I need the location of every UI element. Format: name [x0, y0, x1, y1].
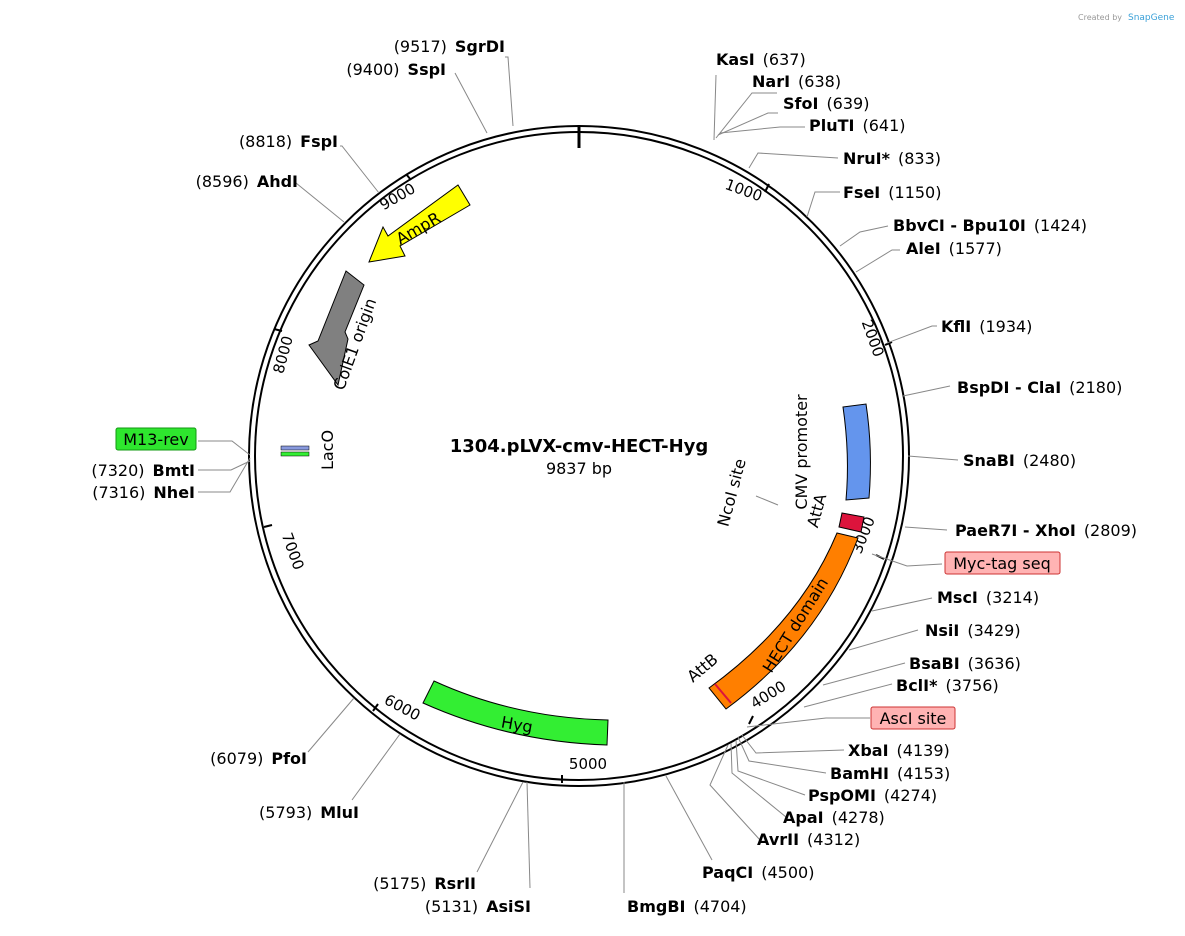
site-box-myc-tag	[944, 551, 1061, 575]
enzyme-nsii: NsiI(3429)	[925, 621, 1021, 640]
enzyme-pluti: PluTI(641)	[809, 116, 906, 135]
enzyme-nari: NarI(638)	[752, 72, 841, 91]
feature-attb-marker	[714, 683, 732, 704]
enzyme-apai: ApaI(4278)	[783, 808, 885, 827]
feature-hect-domain-label: HECT domain	[759, 574, 832, 676]
tick-label-8000: 8000	[270, 334, 297, 376]
feature-hyg	[422, 680, 609, 746]
enzyme-pspomi: PspOMI(4274)	[808, 786, 937, 805]
feature-attb-label: AttB	[683, 650, 721, 687]
enzyme-kasi: KasI(637)	[716, 50, 806, 69]
feature-laco-2	[280, 451, 310, 457]
enzyme-bsabi: BsaBI(3636)	[909, 654, 1021, 673]
plasmid-length: 9837 bp	[546, 459, 612, 478]
enzyme-bmti: (7320)BmtI	[91, 461, 195, 480]
enzyme-alei: AleI(1577)	[906, 239, 1002, 258]
enzyme-bbvci-bpu10i: BbvCI - Bpu10I(1424)	[893, 216, 1087, 235]
feature-ncoi-site-label: NcoI site	[714, 457, 750, 529]
leader-lines	[198, 56, 959, 893]
enzyme-sgrdi: (9517)SgrDI	[394, 37, 505, 56]
enzyme-nrui: NruI*(833)	[843, 149, 941, 168]
feature-laco-1	[280, 445, 310, 451]
feature-ampr	[368, 184, 471, 263]
feature-cmv-promoter	[842, 403, 871, 501]
enzyme-bmgbi: BmgBI(4704)	[627, 897, 747, 916]
enzyme-xbai: XbaI(4139)	[848, 741, 950, 760]
enzyme-fsei: FseI(1150)	[843, 183, 941, 202]
tick-label-9000: 9000	[376, 179, 418, 214]
enzyme-rsrii: (5175)RsrII	[373, 874, 476, 893]
site-box-myc-tag-label: Myc-tag seq	[953, 554, 1051, 573]
tick-label-7000: 7000	[278, 530, 308, 572]
enzyme-sspi: (9400)SspI	[346, 60, 446, 79]
enzyme-pfoi: (6079)PfoI	[210, 749, 307, 768]
feature-cole1-origin	[308, 270, 365, 387]
site-box-m13-rev-label: M13-rev	[123, 430, 188, 449]
enzyme-msci: MscI(3214)	[937, 588, 1039, 607]
feature-hect-domain	[708, 532, 859, 710]
enzyme-nhei: (7316)NheI	[92, 483, 195, 502]
feature-hyg-label: Hyg	[500, 712, 534, 736]
enzyme-bcli: BclI*(3756)	[896, 676, 999, 695]
site-box-asci	[870, 706, 956, 730]
enzyme-ahdi: (8596)AhdI	[196, 172, 298, 191]
enzyme-kfli: KflI(1934)	[941, 317, 1032, 336]
credit-brand: SnapGene	[1128, 13, 1175, 23]
feature-atta	[838, 512, 865, 533]
site-box-asci-label: AscI site	[880, 709, 947, 728]
feature-cmv-promoter-label: CMV promoter	[792, 394, 811, 510]
enzyme-fspi: (8818)FspI	[239, 132, 338, 151]
enzyme-mlui: (5793)MluI	[259, 803, 359, 822]
enzyme-snabi: SnaBI(2480)	[963, 451, 1076, 470]
feature-laco-label: LacO	[318, 430, 337, 470]
tick-label-6000: 6000	[381, 691, 423, 725]
site-box-m13-rev	[115, 427, 197, 451]
enzyme-avrii: AvrII(4312)	[757, 830, 860, 849]
tick-label-2000: 2000	[858, 317, 888, 359]
enzyme-bamhi: BamHI(4153)	[830, 764, 950, 783]
enzyme-asisi: (5131)AsiSI	[425, 897, 531, 916]
tick-label-5000: 5000	[569, 755, 607, 773]
plasmid-name: 1304.pLVX-cmv-HECT-Hyg	[450, 436, 709, 457]
credit-prefix: Created by	[1078, 13, 1122, 22]
enzyme-paer7i-xhoi: PaeR7I - XhoI(2809)	[955, 521, 1137, 540]
enzyme-paqci: PaqCI(4500)	[702, 863, 814, 882]
enzyme-sfoi: SfoI(639)	[783, 94, 869, 113]
enzyme-bspdi-clai: BspDI - ClaI(2180)	[957, 378, 1122, 397]
